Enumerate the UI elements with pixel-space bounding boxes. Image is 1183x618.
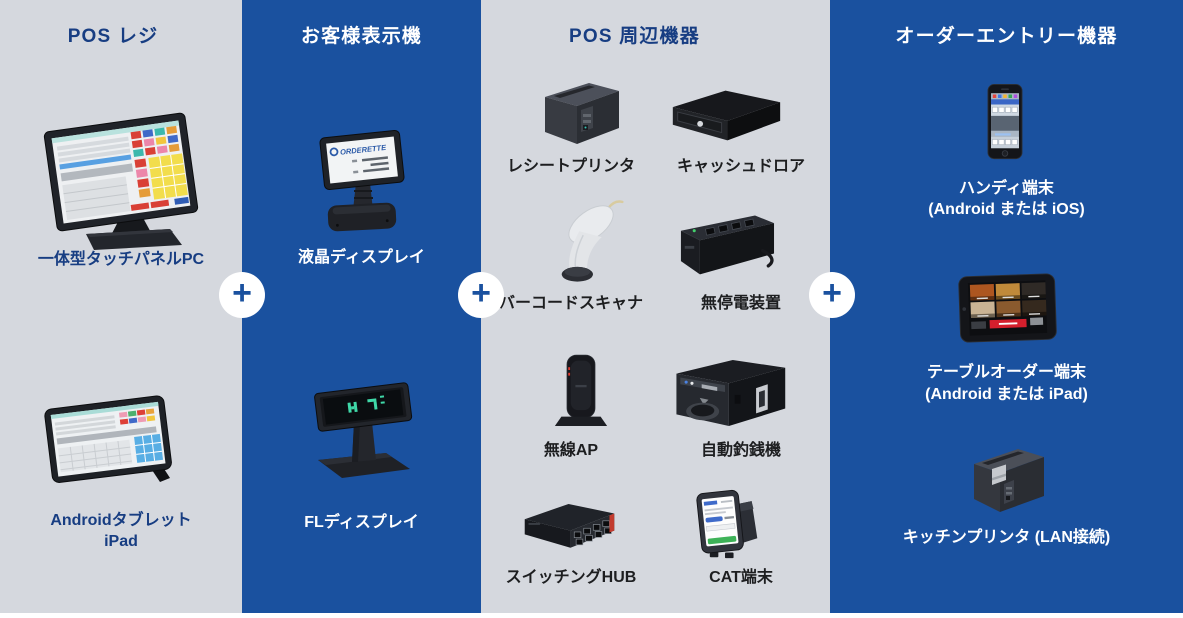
change-machine-image	[657, 354, 793, 432]
device-label-sub: iPad	[104, 533, 138, 550]
kitchen-printer-image	[962, 440, 1050, 518]
device-label: ハンディ端末	[959, 180, 1054, 197]
column-title-order-entry: オーダーエントリー機器	[895, 26, 1118, 47]
table-order-terminal-image	[955, 266, 1061, 350]
device-label: スイッチングHUB	[505, 569, 637, 586]
device-label: 無停電装置	[700, 295, 781, 312]
device-label: テーブルオーダー端末	[926, 364, 1087, 381]
device-label: レシートプリンタ	[506, 158, 635, 175]
cash-drawer-image	[665, 82, 787, 146]
lcd-display-image: ORDERETTE	[312, 128, 412, 233]
column-title-pos-peripherals: POS 周辺機器	[568, 26, 700, 47]
device-label: 無線AP	[543, 442, 599, 459]
cat-terminal-image	[687, 484, 763, 562]
device-label-sub: (Android または iOS)	[928, 201, 1085, 218]
android-tablet-image	[38, 392, 188, 487]
plus-symbol: +	[822, 274, 842, 312]
wireless-ap-image	[553, 350, 609, 432]
device-label: 一体型タッチパネルPC	[37, 251, 205, 268]
touch-panel-pc-image	[36, 110, 206, 250]
plus-symbol: +	[471, 274, 491, 312]
column-pos-register: POS レジ	[0, 0, 242, 613]
column-customer-display: お客様表示機 ORDERETTE	[242, 0, 481, 613]
column-order-entry: オーダーエントリー機器	[830, 0, 1183, 613]
fl-display-image	[308, 380, 418, 480]
ups-image	[667, 206, 787, 282]
plus-icon: +	[219, 272, 265, 318]
plus-icon: +	[809, 272, 855, 318]
plus-icon: +	[458, 272, 504, 318]
barcode-scanner-image	[545, 198, 640, 286]
device-label: CAT端末	[709, 569, 773, 586]
column-title-customer-display: お客様表示機	[300, 26, 423, 47]
device-label: Androidタブレット	[50, 512, 192, 529]
receipt-printer-image	[535, 76, 627, 148]
device-label: キッチンプリンタ (LAN接続)	[902, 529, 1111, 546]
device-label: キャッシュドロア	[676, 158, 805, 175]
device-label: 自動釣銭機	[700, 442, 781, 459]
column-pos-peripherals: POS 周辺機器 レシートプリン	[481, 0, 830, 613]
device-label: FLディスプレイ	[304, 514, 419, 531]
device-label-sub: (Android または iPad)	[925, 386, 1088, 403]
switching-hub-image	[519, 491, 619, 555]
handy-terminal-image	[981, 76, 1029, 168]
device-label: バーコードスキャナ	[498, 295, 643, 312]
device-label: 液晶ディスプレイ	[298, 249, 425, 266]
column-title-pos-register: POS レジ	[67, 26, 159, 47]
plus-symbol: +	[232, 274, 252, 312]
